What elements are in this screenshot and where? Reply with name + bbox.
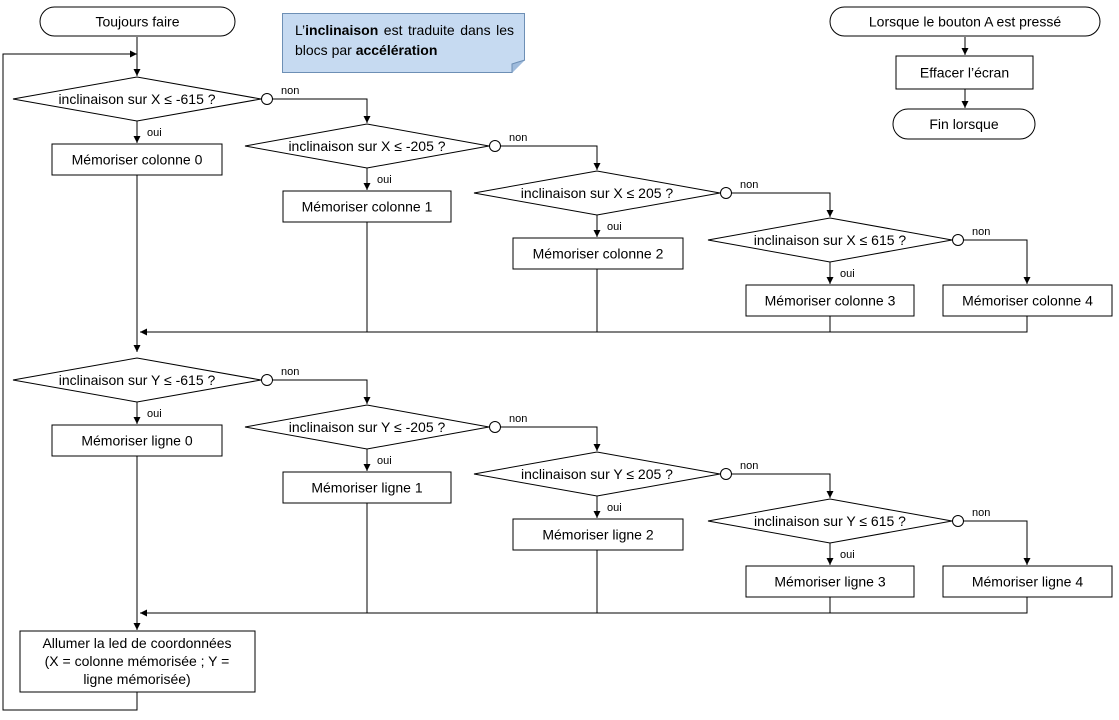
note-term: inclinaison	[305, 22, 379, 38]
y-test-2-label: inclinaison sur Y ≤ 205 ?	[521, 466, 673, 482]
y-no-connector-0	[261, 374, 273, 386]
y-action-0	[51, 424, 223, 457]
x-action-2	[512, 237, 684, 270]
x-no-connector-3	[952, 234, 964, 246]
x-no-label-0: non	[281, 85, 299, 97]
x-no-arrow-1	[500, 145, 601, 170]
x-no-connector-0	[261, 93, 273, 105]
x-test-2-label: inclinaison sur X ≤ 205 ?	[521, 185, 674, 201]
x-yes-label-3: oui	[840, 268, 855, 280]
y-action-3	[745, 565, 915, 598]
x-no-connector-1	[489, 140, 501, 152]
connector-lines	[2, 37, 1031, 711]
y-no-label-3: non	[972, 507, 990, 519]
note-box: L’inclinaison est traduite dans les bloc…	[282, 13, 525, 73]
y-no-arrow-1	[500, 426, 601, 451]
x-action-1	[282, 190, 452, 223]
y-no-arrow-3	[963, 520, 1031, 565]
event-terminal	[829, 6, 1101, 37]
x-no-label-2: non	[740, 179, 758, 191]
y-test-1-label: inclinaison sur Y ≤ -205 ?	[289, 419, 446, 435]
y-test-0-label: inclinaison sur Y ≤ -615 ?	[59, 372, 216, 388]
y-action-1	[282, 471, 452, 504]
x-action-3	[745, 284, 915, 317]
y-action-1-label: Mémoriser ligne 1	[311, 480, 422, 496]
y-action-0-label: Mémoriser ligne 0	[81, 433, 192, 449]
x-action-1-label: Mémoriser colonne 1	[302, 199, 433, 215]
y-no-connector-3	[952, 515, 964, 527]
x-action-0	[51, 143, 223, 176]
y-yes-label-0: oui	[147, 408, 162, 420]
x-test-0-label: inclinaison sur X ≤ -615 ?	[58, 91, 215, 107]
x-action-2-label: Mémoriser colonne 2	[533, 246, 664, 262]
y-yes-label-3: oui	[840, 549, 855, 561]
y-action-4	[942, 565, 1113, 598]
x-yes-label-1: oui	[377, 174, 392, 186]
event-terminal-label: Lorsque le bouton A est pressé	[869, 14, 1061, 30]
clear-screen-box	[895, 55, 1034, 90]
y-action-4-label: Mémoriser ligne 4	[972, 574, 1083, 590]
end-terminal	[892, 108, 1036, 140]
y-no-label-0: non	[281, 366, 299, 378]
start-terminal-label: Toujours faire	[95, 14, 179, 30]
x-action-0-label: Mémoriser colonne 0	[72, 152, 203, 168]
y-no-connector-2	[720, 468, 732, 480]
x-action-3-label: Mémoriser colonne 3	[765, 293, 896, 309]
final-action-line-1: (X = colonne mémorisée ; Y =	[45, 653, 230, 669]
x-action-4	[942, 284, 1113, 317]
x-test-1-label: inclinaison sur X ≤ -205 ?	[288, 138, 445, 154]
x-no-connector-2	[720, 187, 732, 199]
x-yes-label-2: oui	[607, 221, 622, 233]
clear-screen-box-label: Effacer l’écran	[920, 65, 1009, 81]
y-no-label-2: non	[740, 460, 758, 472]
final-action-line-2: ligne mémorisée)	[83, 671, 190, 687]
flowchart-shapes	[12, 6, 1113, 693]
flowchart-texts: Toujours faire Lorsque le bouton A est pr…	[42, 14, 1093, 688]
y-test-3-label: inclinaison sur Y ≤ 615 ?	[754, 513, 906, 529]
loop-back-line	[2, 50, 138, 711]
final-action-box	[19, 630, 256, 693]
y-no-connector-1	[489, 421, 501, 433]
x-no-arrow-3	[963, 239, 1031, 284]
x-no-arrow-0	[272, 98, 371, 123]
y-no-label-1: non	[509, 413, 527, 425]
y-yes-label-2: oui	[607, 502, 622, 514]
x-test-3-label: inclinaison sur X ≤ 615 ?	[754, 232, 907, 248]
x-yes-label-0: oui	[147, 127, 162, 139]
y-action-3-label: Mémoriser ligne 3	[774, 574, 885, 590]
end-terminal-label: Fin lorsque	[929, 116, 998, 132]
y-action-2	[512, 518, 684, 551]
x-merge-line	[140, 316, 1028, 336]
x-no-label-1: non	[509, 132, 527, 144]
y-action-2-label: Mémoriser ligne 2	[542, 527, 653, 543]
x-action-4-label: Mémoriser colonne 4	[962, 293, 1093, 309]
y-merge-line	[140, 597, 1028, 617]
y-yes-label-1: oui	[377, 455, 392, 467]
y-no-arrow-0	[272, 379, 371, 404]
y-no-arrow-2	[731, 473, 834, 498]
x-no-label-3: non	[972, 226, 990, 238]
note-term2: accélération	[355, 42, 438, 58]
note-middle: est traduite dans les blocs par	[295, 22, 514, 58]
note-prefix: L’	[295, 22, 306, 38]
start-terminal	[39, 6, 236, 37]
final-action-line-0: Allumer la led de coordonnées	[42, 635, 231, 651]
x-no-arrow-2	[731, 192, 834, 217]
